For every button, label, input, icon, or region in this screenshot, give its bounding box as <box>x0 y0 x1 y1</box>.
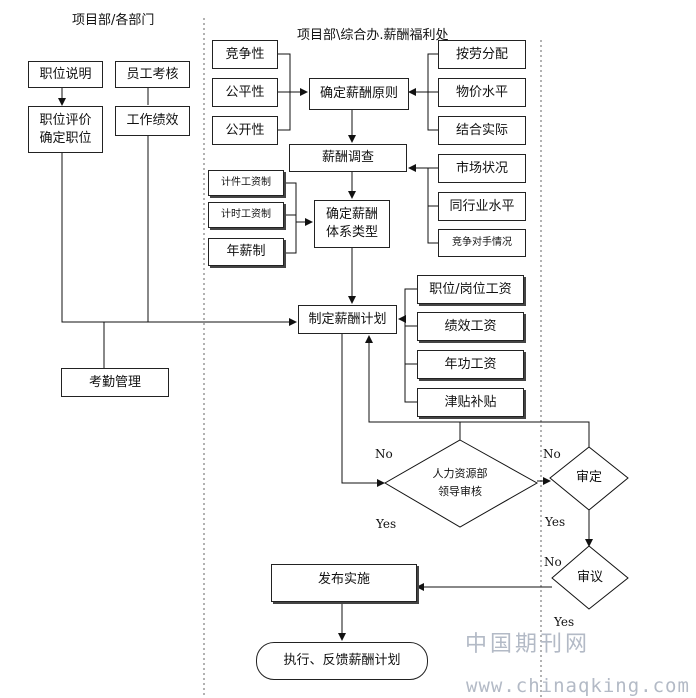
lane-title-right: 项目部\综合办.薪酬福利处 <box>297 28 449 43</box>
node-jsgzz: 计时工资制 <box>208 202 284 228</box>
label-yes-sd: Yes <box>545 515 566 529</box>
node-qdlx: 确定薪酬 体系类型 <box>314 200 390 248</box>
node-scxk: 市场状况 <box>438 154 526 183</box>
node-xcdc: 薪酬调查 <box>289 144 407 172</box>
node-fbss-label: 发布实施 <box>317 572 370 587</box>
edge-sd-no-loop <box>460 421 590 447</box>
node-zwpj: 职位评价 确定职位 <box>28 106 103 153</box>
edge-left-to-plan <box>61 152 297 326</box>
node-fbss: 发布实施 <box>271 564 417 602</box>
node-jhsj: 结合实际 <box>438 116 526 145</box>
node-ygkh: 员工考核 <box>115 61 190 88</box>
node-gpx: 公平性 <box>212 78 278 107</box>
node-zwpj-line2: 确定职位 <box>39 130 92 146</box>
label-yes-hr: Yes <box>376 517 397 531</box>
diamond-sy-text: 审议 <box>576 569 603 585</box>
node-zxfk: 执行、反馈薪酬计划 <box>256 642 428 680</box>
node-zdxcjh: 制定薪酬计划 <box>298 305 397 334</box>
node-zwpj-line1: 职位评价 <box>39 112 92 128</box>
diamond-hr-line1: 人力资源部 <box>432 467 488 481</box>
node-jzdsqk: 竞争对手情况 <box>438 229 526 257</box>
node-kqgl: 考勤管理 <box>61 368 169 397</box>
node-qdxcyz: 确定薪酬原则 <box>309 78 409 110</box>
edge-plan-to-hr <box>341 334 385 487</box>
node-jjgzz: 计件工资制 <box>208 170 284 196</box>
node-jxgz: 绩效工资 <box>417 312 524 341</box>
edge-paysys-bracket <box>284 182 297 254</box>
node-jtbt: 津贴补贴 <box>417 388 524 417</box>
diamond-hr-line2: 领导审核 <box>438 485 482 498</box>
node-nxz: 年薪制 <box>208 238 284 266</box>
label-no-sy: No <box>544 555 562 569</box>
label-no-sd: No <box>543 447 561 461</box>
diamond-sd <box>549 446 629 511</box>
lane-title-left: 项目部/各部门 <box>72 13 155 28</box>
node-wjsp: 物价水平 <box>438 78 526 107</box>
label-yes-sy: Yes <box>554 615 575 629</box>
node-nggz: 年功工资 <box>417 350 524 379</box>
edge-hr-no-loop <box>365 335 461 440</box>
node-alfp: 按劳分配 <box>438 40 526 69</box>
diamond-sy <box>551 545 629 610</box>
watermark-url: www.chinaqking.com <box>466 675 690 697</box>
label-no-hr: No <box>375 447 393 461</box>
node-jzx: 竞争性 <box>212 40 278 69</box>
diamond-hr-text: 人力资源部 领导审核 <box>405 460 515 506</box>
node-qdlx-line2: 体系类型 <box>325 225 378 240</box>
node-gzjx: 工作绩效 <box>115 106 190 136</box>
diamond-sd-text: 审定 <box>575 469 602 485</box>
edge-wage-bracket <box>404 288 417 403</box>
watermark-cn: 中国期刊网 <box>465 632 591 657</box>
node-thysp: 同行业水平 <box>438 192 526 221</box>
diamond-hr-review <box>384 439 539 528</box>
node-zwgwgz: 职位/岗位工资 <box>417 275 524 304</box>
node-gkx: 公开性 <box>212 116 278 145</box>
node-zwsm: 职位说明 <box>28 61 103 88</box>
node-qdlx-line1: 确定薪酬 <box>325 207 378 223</box>
